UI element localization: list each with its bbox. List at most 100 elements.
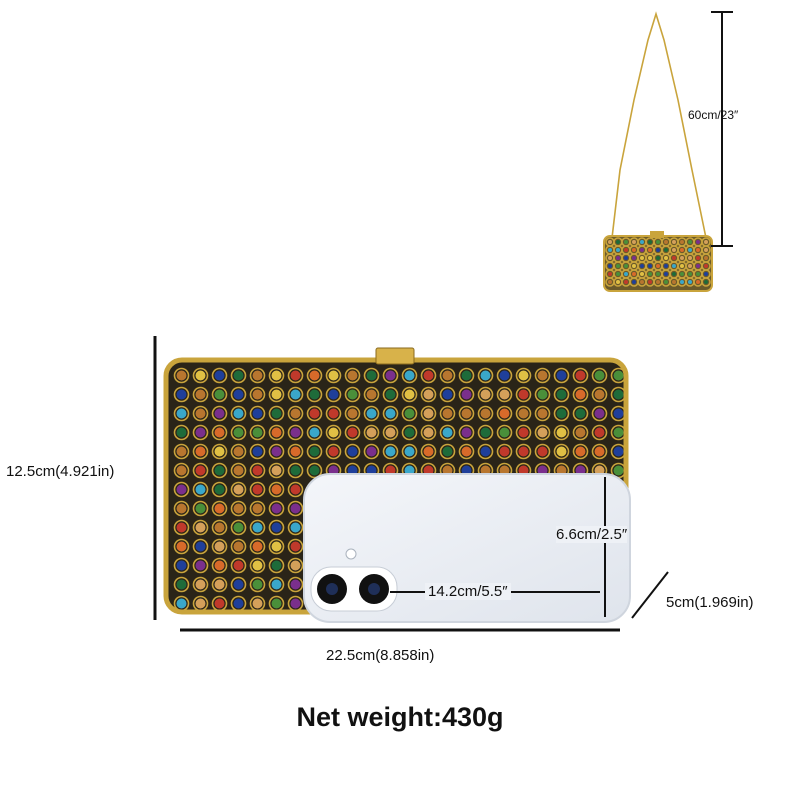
gem	[347, 389, 358, 400]
gem-setting	[306, 424, 323, 441]
main-bag-clasp	[375, 347, 415, 365]
gem-setting	[211, 538, 228, 555]
gem	[252, 427, 263, 438]
gem	[214, 427, 225, 438]
gem	[518, 446, 529, 457]
gem	[252, 446, 263, 457]
gem-setting	[534, 367, 551, 384]
gem	[480, 408, 491, 419]
gem	[233, 465, 244, 476]
gem-setting	[458, 424, 475, 441]
gem-setting	[230, 424, 247, 441]
gem-setting	[211, 386, 228, 403]
gem	[290, 484, 301, 495]
gem-setting	[420, 443, 437, 460]
gem	[648, 280, 652, 284]
gem	[648, 264, 652, 268]
gem	[271, 427, 282, 438]
gem-setting	[192, 500, 209, 517]
gem-setting	[363, 367, 380, 384]
gem	[195, 484, 206, 495]
gem-setting	[515, 405, 532, 422]
gem	[499, 427, 510, 438]
gem	[271, 389, 282, 400]
gem	[613, 446, 624, 457]
gem-setting	[287, 386, 304, 403]
gem	[632, 240, 636, 244]
gem-setting	[192, 424, 209, 441]
gem	[252, 579, 263, 590]
gem	[704, 264, 708, 268]
gem-setting	[211, 405, 228, 422]
gem	[594, 427, 605, 438]
gem-setting	[458, 405, 475, 422]
gem	[594, 446, 605, 457]
gem	[271, 560, 282, 571]
gem	[176, 465, 187, 476]
gem	[404, 446, 415, 457]
gem-setting	[420, 424, 437, 441]
gem	[328, 408, 339, 419]
gem-setting	[211, 424, 228, 441]
gem	[704, 240, 708, 244]
gem	[233, 598, 244, 609]
gem	[608, 248, 612, 252]
gem-setting	[401, 424, 418, 441]
gem-setting	[173, 405, 190, 422]
gem	[176, 579, 187, 590]
phone-height-label: 6.6cm/2.5″	[556, 526, 628, 543]
gem	[233, 484, 244, 495]
gem	[214, 370, 225, 381]
gem-setting	[572, 424, 589, 441]
gem-setting	[420, 367, 437, 384]
gem-setting	[401, 405, 418, 422]
gem	[594, 408, 605, 419]
gem	[616, 256, 620, 260]
gem	[290, 503, 301, 514]
gem-setting	[515, 386, 532, 403]
gem	[680, 248, 684, 252]
gem	[271, 522, 282, 533]
gem-setting	[230, 576, 247, 593]
gem-setting	[249, 405, 266, 422]
gem-setting	[477, 405, 494, 422]
gem-setting	[268, 443, 285, 460]
gem	[537, 408, 548, 419]
small-bag-clasp	[650, 231, 664, 238]
gem	[624, 240, 628, 244]
gem	[696, 256, 700, 260]
gem	[656, 264, 660, 268]
gem	[233, 408, 244, 419]
gem-setting	[230, 367, 247, 384]
gem-setting	[458, 367, 475, 384]
gem-setting	[230, 386, 247, 403]
gem	[461, 408, 472, 419]
gem	[195, 522, 206, 533]
gem	[404, 408, 415, 419]
gem	[556, 446, 567, 457]
gem-setting	[173, 462, 190, 479]
gem-setting	[287, 481, 304, 498]
gem	[537, 370, 548, 381]
gem-setting	[192, 519, 209, 536]
gem	[688, 240, 692, 244]
gem	[233, 370, 244, 381]
gem	[309, 427, 320, 438]
gem-setting	[382, 443, 399, 460]
gem	[480, 446, 491, 457]
gem	[518, 408, 529, 419]
gem-setting	[477, 443, 494, 460]
gem	[290, 389, 301, 400]
gem	[624, 264, 628, 268]
gem-setting	[496, 405, 513, 422]
gem	[480, 389, 491, 400]
gem	[290, 541, 301, 552]
gem	[704, 256, 708, 260]
gem-setting	[534, 405, 551, 422]
gem	[688, 272, 692, 276]
gem-setting	[268, 519, 285, 536]
gem-setting	[173, 519, 190, 536]
gem-setting	[496, 386, 513, 403]
gem	[640, 264, 644, 268]
